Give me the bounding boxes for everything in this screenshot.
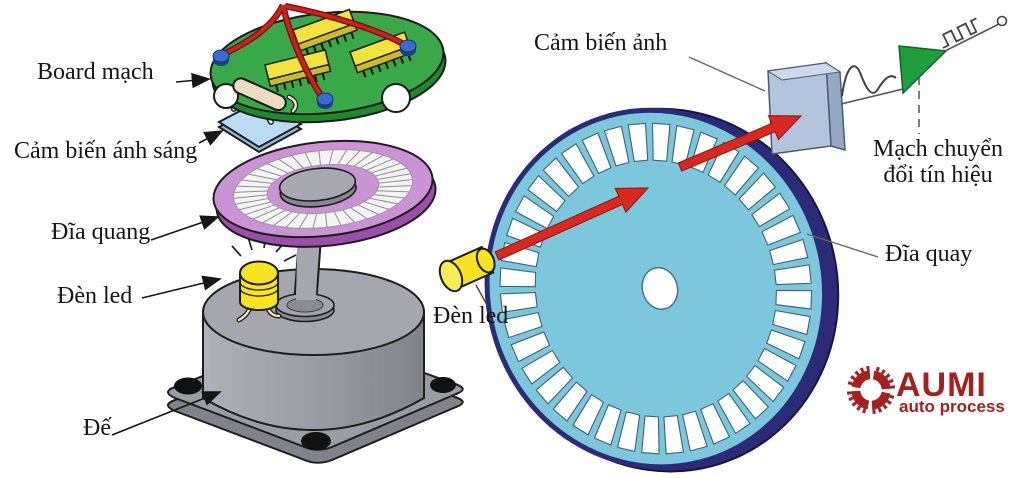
light-beam-arrow-1	[494, 187, 650, 261]
wire-2	[281, 4, 326, 102]
wire-3	[284, 4, 408, 48]
flange-hole-front	[301, 432, 331, 450]
label-arrows	[111, 72, 224, 436]
led-right-cap	[438, 259, 464, 293]
output-terminal	[996, 15, 1008, 27]
led-right-leader	[475, 284, 488, 306]
optical-disc	[212, 139, 437, 248]
flange-hole-right	[430, 377, 456, 393]
arrow-cam-bien-anh-sang	[198, 130, 224, 146]
arrow-board-mach	[175, 72, 211, 89]
led-left-band1	[239, 281, 279, 291]
pcb-board	[209, 2, 447, 124]
label-mach-chuyen-line2: đổi tín hiệu	[883, 161, 993, 188]
arrow-dia-quang	[150, 215, 220, 241]
solder-pads	[212, 39, 417, 109]
disc-hub-top	[278, 167, 357, 202]
signal-line-digital	[944, 23, 1000, 52]
led-left-dome	[239, 260, 279, 286]
signal-line-analog	[840, 88, 904, 105]
label-mach-chuyen-doi: Mạch chuyển đổi tín hiệu	[858, 136, 1018, 189]
photo-sensor-panel	[766, 61, 846, 155]
shaft-boss-recess	[286, 297, 324, 313]
led-left-band2	[239, 287, 279, 297]
label-cam-bien-anh: Cảm biến ảnh	[534, 30, 668, 56]
ic-chip-3	[264, 49, 332, 92]
label-dia-quay: Đĩa quay	[885, 241, 973, 267]
led-left	[231, 234, 297, 323]
digital-signal-wave	[941, 17, 978, 49]
leader-cam-bien-anh	[688, 56, 766, 92]
arrow-den-led	[141, 275, 222, 299]
logo-tagline-text: auto process	[899, 397, 1005, 416]
label-de: Đế	[83, 415, 111, 441]
logo-brand-text: AUMI	[896, 366, 987, 404]
signal-chain	[840, 15, 1008, 134]
label-mach-chuyen-line1: Mạch chuyển	[873, 136, 1003, 162]
label-den-led-right: Đèn led	[433, 303, 509, 329]
flange-hole-left	[174, 377, 202, 395]
sensor-panel-top	[766, 62, 842, 81]
pcb-notch-right	[381, 83, 411, 113]
resistor	[232, 77, 299, 114]
led-right	[438, 245, 496, 306]
code-disc	[484, 107, 840, 473]
aumi-logo-icon	[846, 365, 896, 415]
code-disc-slots	[499, 122, 813, 455]
pcb-wires	[220, 2, 409, 102]
label-cam-bien-anh-sang: Cảm biến ánh sáng	[14, 138, 198, 164]
pcb-notch-left	[213, 83, 239, 109]
amplifier-triangle	[898, 45, 948, 95]
led-right-tip	[475, 247, 496, 274]
light-beam-arrow-2	[677, 115, 803, 172]
label-board-mach: Board mạch	[37, 59, 154, 85]
leader-dia-quay	[806, 233, 879, 258]
arrow-de	[111, 391, 222, 436]
label-dia-quang: Đĩa quang	[51, 219, 151, 245]
analog-signal-wave	[841, 65, 897, 97]
label-den-led-left: Đèn led	[57, 283, 133, 309]
wire-1	[221, 4, 285, 57]
disc-center-hole	[641, 266, 679, 311]
optical-disc-spokes	[233, 149, 413, 229]
